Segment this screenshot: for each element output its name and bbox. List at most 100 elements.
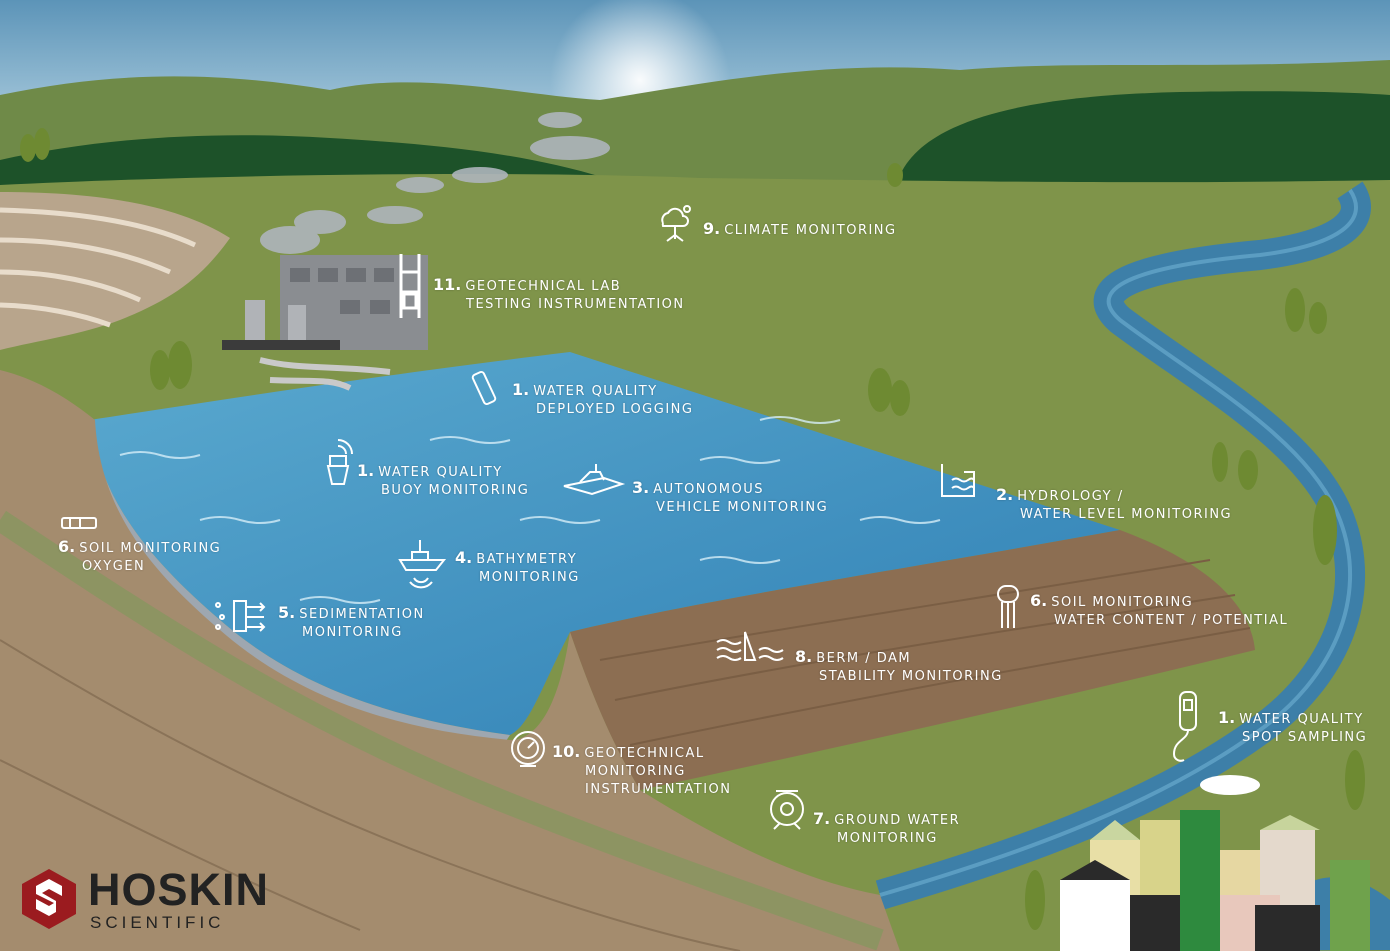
label-text: Water Content / Potential bbox=[1054, 613, 1289, 628]
label-number: 3. bbox=[632, 478, 650, 497]
label-number: 7. bbox=[813, 809, 831, 828]
brand-name: HOSKIN bbox=[88, 864, 270, 915]
label-text: Sedimentation bbox=[299, 607, 425, 622]
label-text: Water Quality bbox=[378, 465, 503, 480]
label-line: 8.Berm / Dam bbox=[795, 648, 1003, 668]
label-line: 11.Geotechnical Lab bbox=[433, 276, 685, 296]
label-sedimentation: 5.SedimentationMonitoring bbox=[278, 604, 425, 642]
water-level-icon bbox=[941, 464, 975, 497]
label-line: 9.Climate Monitoring bbox=[703, 220, 897, 240]
label-text: Monitoring bbox=[479, 570, 580, 585]
handheld-meter-icon bbox=[1172, 691, 1197, 762]
label-line: Oxygen bbox=[58, 558, 221, 576]
catamaran-icon bbox=[563, 464, 626, 496]
label-line: Monitoring bbox=[813, 830, 960, 848]
town bbox=[1060, 775, 1370, 951]
label-line: Vehicle Monitoring bbox=[632, 499, 828, 517]
label-line: 3.Autonomous bbox=[632, 479, 828, 499]
label-line: Water Content / Potential bbox=[1030, 612, 1288, 630]
label-line: 1.Water Quality bbox=[512, 381, 693, 401]
buoy-icon bbox=[326, 439, 353, 485]
readout-dial-icon bbox=[511, 731, 545, 767]
label-text: Geotechnical bbox=[584, 746, 705, 761]
label-ground-water: 7.Ground WaterMonitoring bbox=[813, 810, 960, 848]
label-geotechnical-monitoring: 10.GeotechnicalMonitoringInstrumentation bbox=[552, 743, 732, 799]
label-text: Climate Monitoring bbox=[724, 223, 897, 238]
dam-icon bbox=[716, 631, 784, 661]
brand-logo: HOSKIN SCIENTIFIC bbox=[18, 864, 328, 936]
label-number: 10. bbox=[552, 742, 581, 761]
label-line: Water Level Monitoring bbox=[996, 506, 1232, 524]
label-soil-water-content: 6.Soil MonitoringWater Content / Potenti… bbox=[1030, 592, 1288, 630]
label-text: Water Quality bbox=[1239, 712, 1364, 727]
label-climate-monitoring: 9.Climate Monitoring bbox=[703, 220, 897, 240]
berm bbox=[570, 530, 1255, 790]
label-number: 6. bbox=[1030, 591, 1048, 610]
trees bbox=[20, 128, 1365, 930]
label-autonomous-vehicle: 3.AutonomousVehicle Monitoring bbox=[632, 479, 828, 517]
label-line: Monitoring bbox=[552, 763, 732, 781]
label-text: Hydrology / bbox=[1017, 489, 1124, 504]
label-water-quality-buoy: 1.Water QualityBuoy Monitoring bbox=[357, 462, 529, 500]
label-number: 5. bbox=[278, 603, 296, 622]
label-text: Monitoring bbox=[585, 764, 686, 779]
label-line: Deployed Logging bbox=[512, 401, 693, 419]
label-line: 6.Soil Monitoring bbox=[58, 538, 221, 558]
label-text: Berm / Dam bbox=[816, 651, 912, 666]
label-text: Instrumentation bbox=[585, 782, 732, 797]
cable-reel-icon bbox=[770, 790, 804, 830]
label-number: 1. bbox=[1218, 708, 1236, 727]
label-line: Monitoring bbox=[455, 569, 580, 587]
label-line: Stability Monitoring bbox=[795, 668, 1003, 686]
label-text: Autonomous bbox=[653, 482, 764, 497]
soil-probe-icon bbox=[997, 585, 1019, 628]
label-geotechnical-lab: 11.Geotechnical LabTesting Instrumentati… bbox=[433, 276, 685, 314]
embankment bbox=[0, 370, 900, 951]
label-number: 6. bbox=[58, 537, 76, 556]
hoskin-hex-icon bbox=[22, 869, 76, 929]
label-line: 5.Sedimentation bbox=[278, 604, 425, 624]
label-water-quality-spot: 1.Water QualitySpot Sampling bbox=[1218, 709, 1367, 747]
label-text: Stability Monitoring bbox=[819, 669, 1003, 684]
label-text: Water Level Monitoring bbox=[1020, 507, 1233, 522]
smoke bbox=[260, 112, 610, 254]
label-number: 2. bbox=[996, 485, 1014, 504]
label-text: Vehicle Monitoring bbox=[656, 500, 829, 515]
label-bathymetry: 4.BathymetryMonitoring bbox=[455, 549, 580, 587]
label-text: Monitoring bbox=[302, 625, 403, 640]
label-line: Spot Sampling bbox=[1218, 729, 1367, 747]
label-text: Soil Monitoring bbox=[1051, 595, 1194, 610]
label-number: 9. bbox=[703, 219, 721, 238]
label-berm-dam: 8.Berm / DamStability Monitoring bbox=[795, 648, 1003, 686]
label-line: 6.Soil Monitoring bbox=[1030, 592, 1288, 612]
label-line: 1.Water Quality bbox=[1218, 709, 1367, 729]
label-number: 4. bbox=[455, 548, 473, 567]
pond-water bbox=[90, 352, 1120, 735]
label-text: Ground Water bbox=[834, 813, 961, 828]
brand-subtitle: SCIENTIFIC bbox=[90, 913, 225, 932]
label-line: 7.Ground Water bbox=[813, 810, 960, 830]
label-line: Buoy Monitoring bbox=[357, 482, 529, 500]
survey-boat-icon bbox=[398, 540, 447, 589]
label-text: Buoy Monitoring bbox=[381, 483, 530, 498]
label-text: Spot Sampling bbox=[1242, 730, 1368, 745]
oxygen-probe-icon bbox=[61, 517, 97, 529]
label-line: 2.Hydrology / bbox=[996, 486, 1232, 506]
water-ripples bbox=[119, 416, 941, 604]
label-line: 4.Bathymetry bbox=[455, 549, 580, 569]
label-line: 1.Water Quality bbox=[357, 462, 529, 482]
label-water-quality-deployed: 1.Water QualityDeployed Logging bbox=[512, 381, 693, 419]
label-text: Soil Monitoring bbox=[79, 541, 222, 556]
sonde-icon bbox=[471, 370, 497, 406]
label-hydrology: 2.Hydrology /Water Level Monitoring bbox=[996, 486, 1232, 524]
sediment-sensor-icon bbox=[215, 600, 266, 632]
label-line: 10.Geotechnical bbox=[552, 743, 732, 763]
label-text: Bathymetry bbox=[476, 552, 578, 567]
label-text: Deployed Logging bbox=[536, 402, 694, 417]
label-text: Monitoring bbox=[837, 831, 938, 846]
label-number: 1. bbox=[512, 380, 530, 399]
label-text: Water Quality bbox=[533, 384, 658, 399]
lab-frame-icon bbox=[399, 254, 421, 318]
